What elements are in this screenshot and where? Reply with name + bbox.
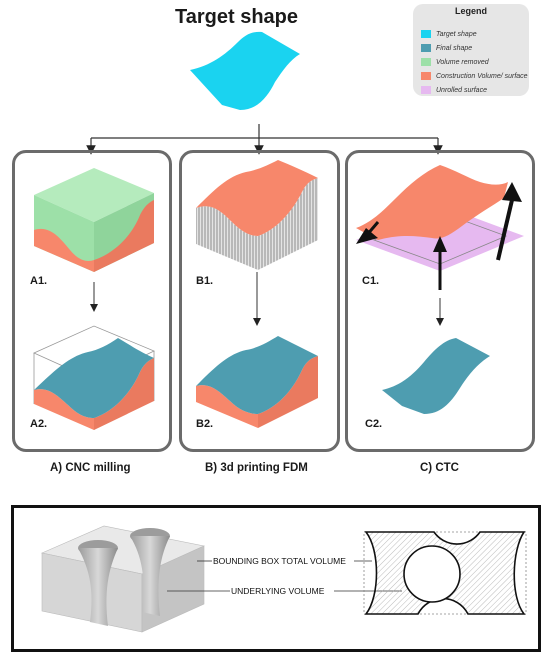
step-label-b2: B2.	[196, 418, 214, 430]
legend-swatch	[421, 58, 431, 66]
legend-title: Legend	[454, 6, 487, 16]
bottom-3d-block	[41, 525, 205, 633]
legend-swatch	[421, 86, 431, 94]
legend-item-unrolled-surface: Unrolled surface	[421, 85, 487, 95]
legend-label: Target shape	[436, 30, 477, 38]
legend-label: Unrolled surface	[436, 86, 487, 94]
step-label-a2: A2.	[30, 418, 48, 430]
caption-ctc: C) CTC	[420, 462, 459, 474]
legend-item-construction-volume: Construction Volume/ surface	[421, 71, 528, 81]
step-label-a1: A1.	[30, 275, 48, 287]
panel-3d-printing	[179, 150, 340, 452]
legend-swatch	[421, 72, 431, 80]
step-c2-final-shape	[382, 338, 490, 414]
caption-3d-printing: B) 3d printing FDM	[205, 462, 308, 474]
step-c1-unrolled	[356, 165, 524, 290]
step-b1-block	[196, 160, 318, 270]
step-a2-block	[33, 325, 155, 430]
caption-cnc-milling: A) CNC milling	[50, 462, 131, 474]
diagram-title: Target shape	[175, 6, 298, 28]
bottom-section-view	[363, 531, 527, 615]
legend-label: Construction Volume/ surface	[436, 72, 528, 80]
panel-cnc-milling	[12, 150, 172, 452]
panel-ctc	[345, 150, 535, 452]
legend-label: Final shape	[436, 44, 473, 52]
bottom-comparison-frame	[11, 505, 541, 652]
step-b2-block	[196, 336, 318, 428]
legend-item-target-shape: Target shape	[421, 29, 477, 39]
legend-label: Volume removed	[436, 58, 489, 66]
step-label-c2: C2.	[365, 418, 383, 430]
legend-swatch	[421, 44, 431, 52]
step-a1-block	[34, 168, 154, 272]
step-label-b1: B1.	[196, 275, 214, 287]
target-shape-surface	[190, 31, 300, 110]
legend-item-final-shape: Final shape	[421, 43, 472, 53]
legend-swatch	[421, 30, 431, 38]
step-label-c1: C1.	[362, 275, 380, 287]
legend-item-volume-removed: Volume removed	[421, 57, 489, 67]
underlying-volume-label: UNDERLYING VOLUME	[231, 586, 325, 596]
bounding-box-label: BOUNDING BOX TOTAL VOLUME	[213, 556, 346, 566]
legend: Legend Target shape Final shape Volume r…	[413, 4, 529, 96]
branch-connectors	[86, 124, 443, 155]
